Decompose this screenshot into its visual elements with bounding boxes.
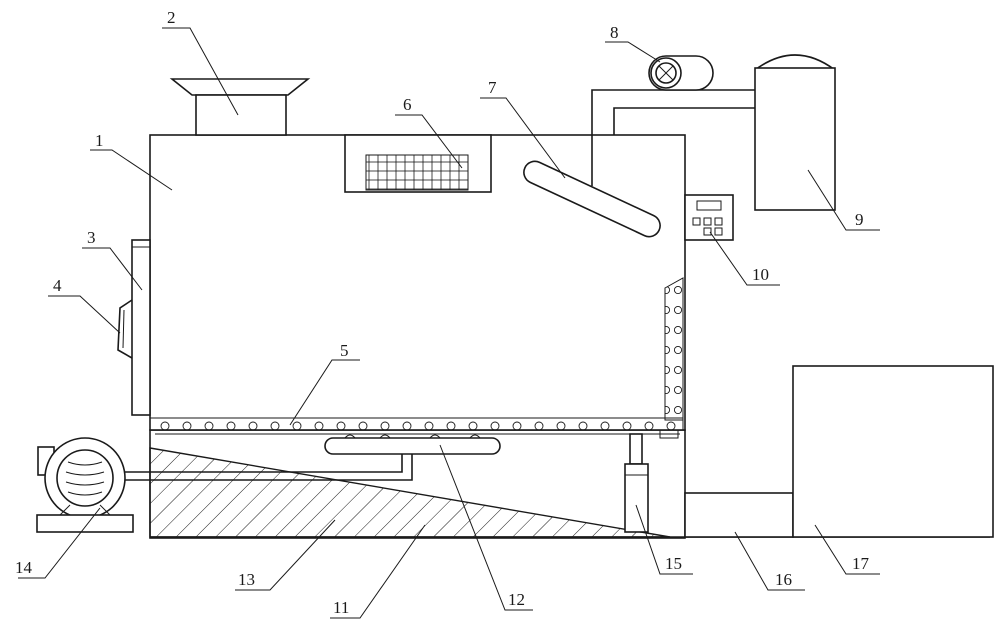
label-12: 12 — [508, 590, 525, 609]
label-15: 15 — [665, 554, 682, 573]
leader-lines — [18, 27, 880, 619]
label-11: 11 — [333, 598, 349, 617]
angled-tube — [523, 160, 661, 238]
label-10: 10 — [752, 265, 769, 284]
label-8: 8 — [610, 23, 619, 42]
label-4: 4 — [53, 276, 62, 295]
heater-assembly — [150, 434, 501, 481]
large-cabinet — [792, 365, 994, 538]
label-7: 7 — [488, 78, 497, 97]
storage-tank — [754, 54, 836, 211]
side-door — [117, 239, 151, 416]
label-1: 1 — [95, 131, 104, 150]
label-5: 5 — [340, 341, 349, 360]
collection-box — [684, 492, 794, 538]
label-6: 6 — [403, 95, 412, 114]
fan-unit — [648, 55, 714, 91]
label-9: 9 — [855, 210, 864, 229]
label-3: 3 — [87, 228, 96, 247]
lift-cylinder — [624, 429, 679, 533]
motor-unit — [36, 437, 150, 533]
label-2: 2 — [167, 8, 176, 27]
label-17: 17 — [852, 554, 870, 573]
control-panel — [684, 194, 734, 241]
part-numbers: 1 2 3 4 5 6 7 8 9 10 11 12 13 14 15 16 1… — [15, 8, 870, 617]
filter-box — [344, 134, 492, 193]
label-14: 14 — [15, 558, 33, 577]
side-screen — [664, 277, 684, 421]
feed-hopper — [169, 78, 311, 136]
bottom-screen — [149, 417, 684, 435]
label-13: 13 — [238, 570, 255, 589]
label-16: 16 — [775, 570, 792, 589]
